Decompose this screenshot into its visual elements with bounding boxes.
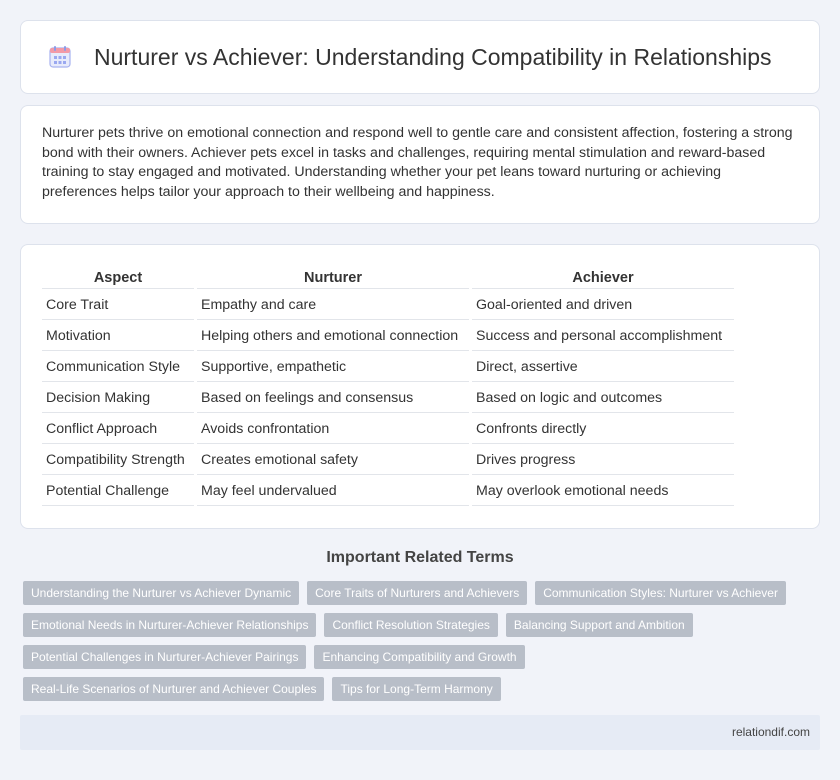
table-cell: Based on logic and outcomes (472, 384, 734, 413)
table-cell: May feel undervalued (197, 477, 469, 506)
table-cell: Drives progress (472, 446, 734, 475)
table-cell: Supportive, empathetic (197, 353, 469, 382)
calendar-icon (49, 46, 71, 68)
page-title: Nurturer vs Achiever: Understanding Comp… (94, 43, 772, 70)
tag-row: Emotional Needs in Nurturer-Achiever Rel… (23, 613, 813, 637)
related-term-tag[interactable]: Real-Life Scenarios of Nurturer and Achi… (23, 677, 325, 701)
table-header-row: Aspect Nurturer Achiever (42, 268, 734, 289)
tag-row: Potential Challenges in Nurturer-Achieve… (23, 645, 813, 669)
footer-site-link[interactable]: relationdif.com (731, 725, 810, 739)
table-cell: Avoids confrontation (197, 415, 469, 444)
table-cell: Communication Style (42, 353, 194, 382)
table-cell: Success and personal accomplishment (472, 322, 734, 351)
table-row: Communication Style Supportive, empathet… (42, 353, 734, 382)
tag-row: Understanding the Nurturer vs Achiever D… (23, 581, 813, 605)
table-cell: Conflict Approach (42, 415, 194, 444)
related-terms-tags: Understanding the Nurturer vs Achiever D… (23, 581, 813, 709)
table-cell: Direct, assertive (472, 353, 734, 382)
related-term-tag[interactable]: Understanding the Nurturer vs Achiever D… (23, 581, 300, 605)
table-cell: Decision Making (42, 384, 194, 413)
column-header-aspect: Aspect (42, 268, 194, 289)
table-row: Conflict Approach Avoids confrontation C… (42, 415, 734, 444)
related-term-tag[interactable]: Enhancing Compatibility and Growth (314, 645, 525, 669)
table-cell: Helping others and emotional connection (197, 322, 469, 351)
table-cell: Empathy and care (197, 291, 469, 320)
table-cell: Confronts directly (472, 415, 734, 444)
related-term-tag[interactable]: Communication Styles: Nurturer vs Achiev… (535, 581, 786, 605)
related-term-tag[interactable]: Potential Challenges in Nurturer-Achieve… (23, 645, 307, 669)
table-cell: Compatibility Strength (42, 446, 194, 475)
comparison-table-card: Aspect Nurturer Achiever Core Trait Empa… (20, 244, 820, 529)
footer: relationdif.com (20, 715, 820, 750)
header-card: Nurturer vs Achiever: Understanding Comp… (20, 20, 820, 94)
column-header-nurturer: Nurturer (197, 268, 469, 289)
table-row: Potential Challenge May feel undervalued… (42, 477, 734, 506)
related-term-tag[interactable]: Balancing Support and Ambition (505, 613, 693, 637)
column-header-achiever: Achiever (472, 268, 734, 289)
table-cell: Potential Challenge (42, 477, 194, 506)
table-cell: Goal-oriented and driven (472, 291, 734, 320)
intro-paragraph: Nurturer pets thrive on emotional connec… (42, 125, 793, 200)
table-row: Motivation Helping others and emotional … (42, 322, 734, 351)
related-term-tag[interactable]: Core Traits of Nurturers and Achievers (307, 581, 528, 605)
table-cell: May overlook emotional needs (472, 477, 734, 506)
table-cell: Motivation (42, 322, 194, 351)
tag-row: Real-Life Scenarios of Nurturer and Achi… (23, 677, 813, 701)
related-term-tag[interactable]: Conflict Resolution Strategies (324, 613, 498, 637)
related-term-tag[interactable]: Tips for Long-Term Harmony (332, 677, 501, 701)
intro-card: Nurturer pets thrive on emotional connec… (20, 105, 820, 224)
table-cell: Creates emotional safety (197, 446, 469, 475)
table-row: Core Trait Empathy and care Goal-oriente… (42, 291, 734, 320)
table-cell: Core Trait (42, 291, 194, 320)
table-row: Decision Making Based on feelings and co… (42, 384, 734, 413)
table-cell: Based on feelings and consensus (197, 384, 469, 413)
table-row: Compatibility Strength Creates emotional… (42, 446, 734, 475)
related-term-tag[interactable]: Emotional Needs in Nurturer-Achiever Rel… (23, 613, 317, 637)
comparison-table: Aspect Nurturer Achiever Core Trait Empa… (39, 266, 737, 508)
related-terms-title: Important Related Terms (326, 549, 514, 566)
